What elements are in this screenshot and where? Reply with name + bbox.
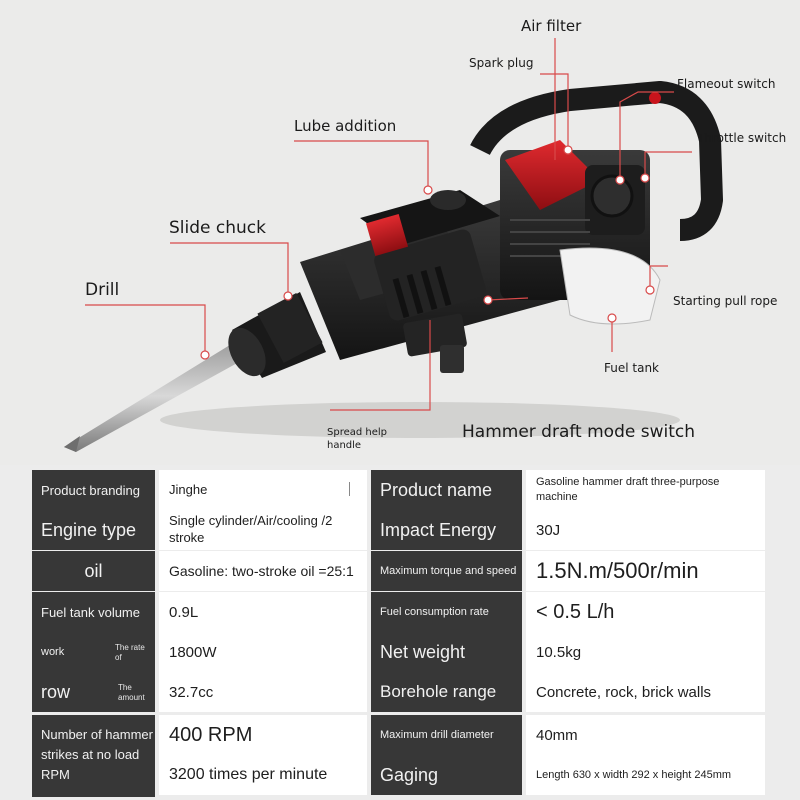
value-engine-type: Single cylinder/Air/cooling /2 stroke (159, 510, 367, 550)
value-row: 32.7cc (159, 672, 367, 712)
rear-handle (470, 81, 723, 241)
value-impact-energy: 30J (526, 510, 765, 550)
value-work: 1800W (159, 632, 367, 672)
label-fuel-tank-volume: Fuel tank volume (32, 592, 155, 632)
value-hammer-strikes-freq: 3200 times per minute (159, 755, 367, 795)
value-max-torque: 1.5N.m/500r/min (526, 551, 765, 591)
label-net-weight: Net weight (371, 632, 522, 672)
callout-flameout-switch: Flameout switch (677, 77, 776, 91)
callout-hammer-draft-mode-switch: Hammer draft mode switch (462, 422, 696, 442)
label-engine-type: Engine type (32, 510, 155, 550)
callout-lube-addition: Lube addition (294, 117, 397, 135)
label-fuel-consumption: Fuel consumption rate (371, 592, 522, 632)
main-barrel (300, 200, 560, 360)
label-row-note: The amount (118, 683, 145, 703)
label-borehole-range: Borehole range (371, 672, 522, 712)
product-figure: Air filter Spark plug Flameout switch Lu… (64, 17, 787, 452)
value-borehole-range: Concrete, rock, brick walls (526, 672, 765, 712)
chuck-nose (228, 292, 326, 378)
fuel-tank-shape (559, 247, 661, 325)
spread-help-handle-shape (403, 313, 467, 373)
spec-table: Product branding Jinghe Product name Gas… (32, 467, 765, 800)
value-oil: Gasoline: two-stroke oil =25:1 (159, 551, 367, 591)
value-product-branding-text: Jinghe (169, 481, 208, 497)
leader-lines (85, 38, 692, 411)
callout-throttle-switch: Throttle switch (697, 131, 787, 145)
label-max-drill-diameter: Maximum drill diameter (371, 715, 522, 755)
value-fuel-consumption: < 0.5 L/h (526, 592, 765, 632)
label-impact-energy: Impact Energy (371, 510, 522, 550)
value-gaging: Length 630 x width 292 x height 245mm (526, 755, 765, 795)
label-product-name: Product name (371, 470, 522, 510)
callout-slide-chuck: Slide chuck (169, 218, 266, 238)
label-max-torque: Maximum torque and speed (371, 551, 522, 591)
label-row-text: row (41, 681, 71, 702)
value-product-branding: Jinghe (159, 470, 367, 510)
hammer-drill-illustration (64, 38, 723, 452)
ground-shadow (160, 402, 680, 438)
drill-bit (64, 340, 250, 452)
callout-fuel-tank: Fuel tank (604, 361, 659, 375)
value-hammer-strikes-rpm: 400 RPM (159, 715, 367, 755)
label-gaging: Gaging (371, 755, 522, 795)
value-product-name: Gasoline hammer draft three-purpose mach… (526, 470, 765, 510)
callout-starting-pull-rope: Starting pull rope (673, 294, 778, 308)
label-product-branding: Product branding (32, 470, 155, 510)
callout-spread-help-handle: Spread help handle (327, 427, 388, 451)
label-row: row The amount (32, 672, 155, 712)
label-oil: oil (32, 551, 155, 591)
callout-drill: Drill (85, 280, 120, 300)
lube-cap (360, 190, 500, 257)
value-fuel-tank-volume: 0.9L (159, 592, 367, 632)
label-hammer-strikes: Number of hammer strikes at no load RPM (32, 715, 155, 797)
callout-spark-plug: Spark plug (469, 56, 534, 70)
target-markers (200, 145, 655, 360)
callout-air-filter: Air filter (521, 17, 582, 35)
stray-mark (349, 482, 350, 496)
label-work-note: The rate of (115, 643, 145, 663)
value-max-drill-diameter: 40mm (526, 715, 765, 755)
label-work: work The rate of (32, 632, 155, 672)
label-work-text: work (41, 646, 65, 658)
value-net-weight: 10.5kg (526, 632, 765, 672)
